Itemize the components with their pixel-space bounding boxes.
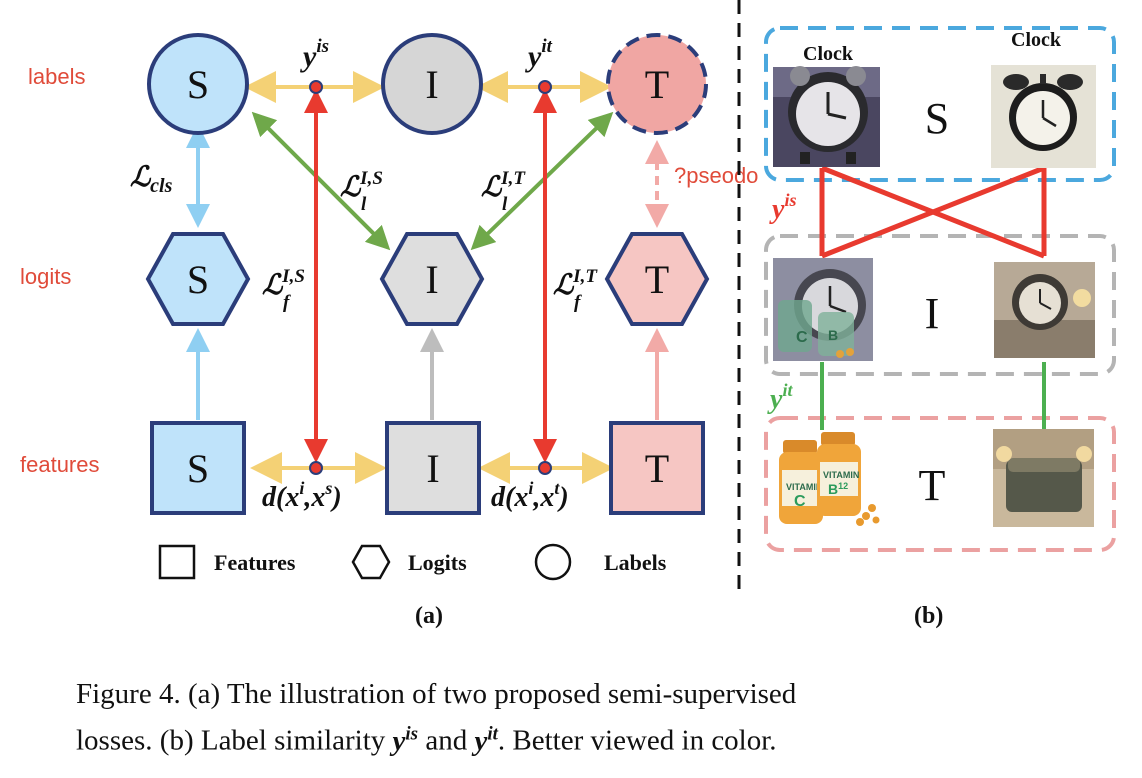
row-label-logits: logits — [20, 264, 71, 289]
label-b-yis: yis — [769, 190, 796, 225]
node-feature-s — [150, 421, 246, 515]
group-letter-intermediate: I — [925, 289, 940, 338]
node-feature-t — [609, 421, 705, 515]
svg-text:B: B — [828, 327, 838, 343]
node-logit-i — [379, 232, 485, 326]
node-logit-t — [604, 232, 710, 326]
label-dit: d(xi,xt) — [491, 478, 569, 513]
caption-line-1: Figure 4. (a) The illustration of two pr… — [76, 678, 797, 710]
label-pseudo: ?pseodo — [674, 163, 758, 188]
node-logit-i-letter: I — [425, 257, 438, 302]
group-box-intermediate — [764, 234, 1116, 376]
node-feature-t-letter: T — [645, 446, 669, 491]
panel-a: labels logits features S I T — [20, 33, 758, 629]
legend-logits-label: Logits — [408, 550, 467, 575]
dot-yit — [538, 80, 552, 94]
node-logit-s — [145, 232, 251, 326]
panel-label-a: (a) — [415, 603, 443, 629]
node-feature-i — [385, 421, 481, 515]
label-yit: yit — [525, 36, 553, 73]
label-dis: d(xi,xs) — [262, 478, 342, 513]
svg-text:B12: B12 — [828, 481, 848, 497]
node-label-t-letter: T — [645, 62, 669, 107]
image-caption-clock-right: Clock — [1011, 29, 1062, 51]
node-feature-i-letter: I — [426, 446, 439, 491]
svg-text:C: C — [796, 329, 808, 346]
label-b-yit: yit — [767, 380, 793, 415]
node-label-i — [381, 33, 483, 135]
image-intermediate-right — [994, 262, 1095, 358]
dot-dis — [309, 461, 323, 475]
svg-text:VITAMIN: VITAMIN — [786, 482, 822, 492]
image-intermediate-left: C B — [773, 258, 873, 361]
image-target-bedroom — [993, 429, 1094, 527]
node-logit-s-letter: S — [187, 257, 209, 302]
group-letter-target: T — [919, 461, 946, 510]
node-feature-s-letter: S — [187, 446, 209, 491]
group-letter-source: S — [925, 94, 949, 143]
image-source-clock-left — [773, 66, 880, 167]
dot-dit — [538, 461, 552, 475]
label-yis: yis — [300, 36, 329, 73]
row-label-labels: labels — [28, 64, 85, 89]
legend-features-swatch — [158, 544, 196, 580]
link-yis-4 — [821, 165, 1045, 259]
node-label-i-letter: I — [425, 62, 438, 107]
group-box-source — [764, 26, 1116, 182]
figure-caption: Figure 4. (a) The illustration of two pr… — [76, 674, 1116, 761]
node-label-t — [606, 33, 708, 135]
image-caption-clock-left: Clock — [803, 43, 854, 65]
legend-logits-swatch — [351, 544, 391, 580]
row-label-features: features — [20, 452, 100, 477]
legend-labels-label: Labels — [604, 550, 667, 575]
node-logit-t-letter: T — [645, 257, 669, 302]
node-label-s-letter: S — [187, 62, 209, 107]
legend-features-label: Features — [214, 550, 296, 575]
legend-labels-swatch — [534, 543, 572, 581]
caption-line-2: losses. (b) Label similarity yis and yit… — [76, 723, 777, 757]
image-source-clock-right — [991, 65, 1096, 168]
label-lcls: ℒcls — [130, 162, 173, 197]
svg-text:VITAMIN: VITAMIN — [823, 470, 859, 480]
node-label-s — [147, 33, 249, 135]
panel-b: yis yit Clock Clock S — [764, 26, 1116, 629]
image-target-vitamins: VITAMIN C VITAMIN B12 — [779, 430, 880, 530]
dot-yis — [309, 80, 323, 94]
panel-label-b: (b) — [914, 603, 943, 629]
svg-text:C: C — [794, 493, 806, 510]
group-box-target — [764, 416, 1116, 552]
